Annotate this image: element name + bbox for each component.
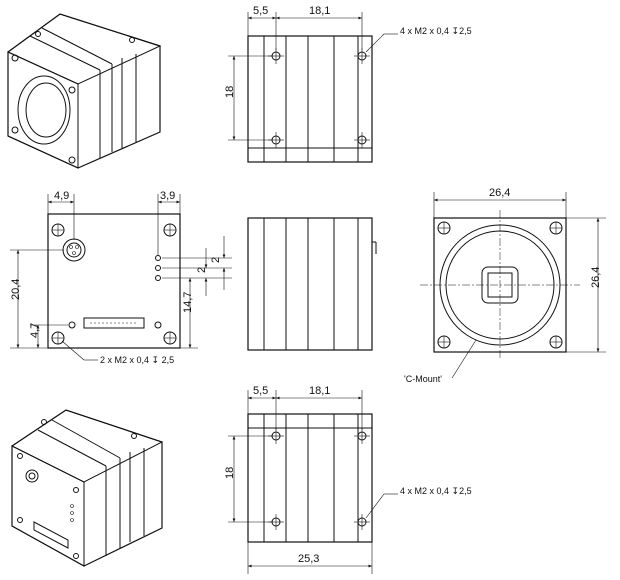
dim-bottom-width-a: 5,5 [253, 385, 268, 397]
back-view: 4,9 3,9 20,4 4,7 2 2 14,7 2 x M2 x 0,4 ↧… [10, 190, 232, 365]
top-view: 5,5 18,1 18 4 x M2 x 0,4 ↧2,5 [224, 5, 472, 163]
dim-back-height: 20,4 [10, 279, 22, 300]
dim-back-offset: 4,7 [29, 323, 41, 338]
dim-top-height: 18 [224, 86, 236, 98]
bottom-view: 5,5 18,1 18 25,3 4 x M2 x 0,4 ↧2,5 [224, 385, 472, 574]
dim-top-width-b: 18,1 [309, 5, 330, 17]
isometric-back-view [11, 409, 164, 567]
dim-front-height: 26,4 [590, 267, 602, 288]
dim-back-pitch-2: 2 [196, 267, 208, 273]
dim-back-vertical: 14,7 [182, 292, 194, 313]
isometric-front-view [7, 13, 162, 169]
dim-back-pitch-1: 2 [210, 257, 222, 263]
dim-bottom-length: 25,3 [298, 553, 319, 565]
bottom-thread-note: 4 x M2 x 0,4 ↧2,5 [400, 486, 472, 496]
dim-bottom-height: 18 [224, 467, 236, 479]
dim-top-width-a: 5,5 [253, 5, 268, 17]
dim-front-width: 26,4 [489, 187, 510, 199]
c-mount-label: 'C-Mount' [404, 374, 442, 384]
back-thread-note: 2 x M2 x 0,4 ↧ 2,5 [100, 355, 174, 365]
front-view: 26,4 26,4 'C-Mount' [404, 187, 606, 384]
top-thread-note: 4 x M2 x 0,4 ↧2,5 [400, 26, 472, 36]
side-view [247, 217, 377, 351]
dim-back-right: 3,9 [160, 190, 175, 202]
dim-bottom-width-b: 18,1 [309, 385, 330, 397]
dim-back-left: 4,9 [54, 190, 69, 202]
